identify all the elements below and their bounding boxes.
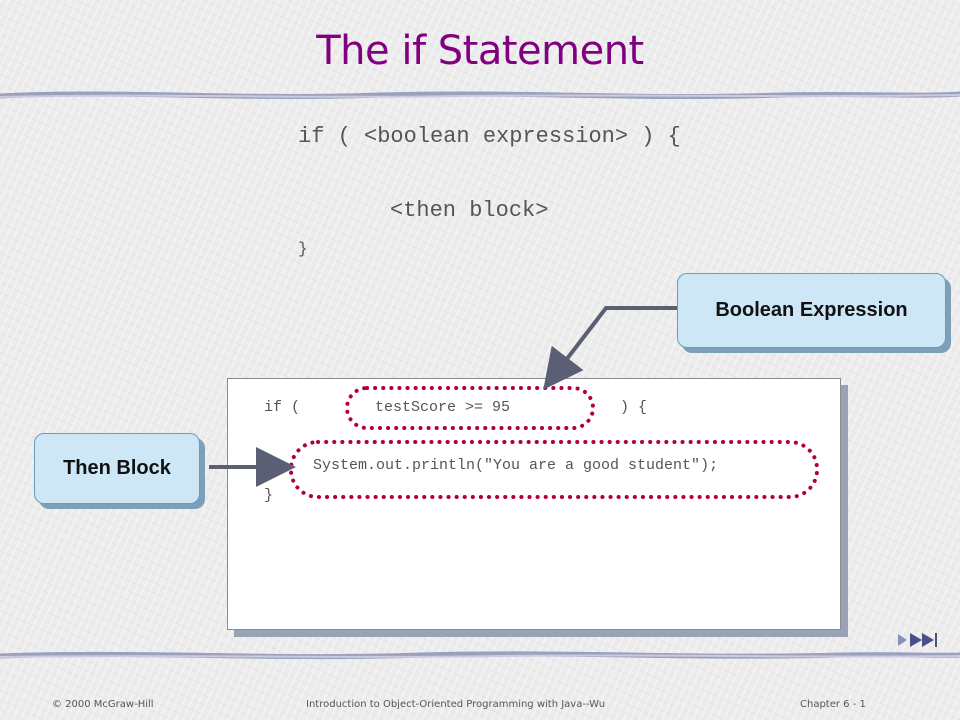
bottom-divider [0,651,960,660]
example-condition: testScore >= 95 [375,399,511,416]
example-if-keyword: if ( [264,399,301,416]
footer-chapter: Chapter 6 - 1 [800,699,866,710]
callout-then-block: Then Block [34,433,200,504]
callout-boolean-expression: Boolean Expression [677,273,946,348]
example-then-statement: System.out.println("You are a good stude… [313,457,719,474]
callout-boolean-label: Boolean Expression [715,299,908,321]
footer-book-title: Introduction to Object-Oriented Programm… [306,699,606,710]
top-divider [0,91,960,100]
example-paren-close: ) { [620,399,648,416]
syntax-if-line: if ( <boolean expression> ) { [298,124,681,149]
slide-title: The if Statement [316,28,644,74]
syntax-close-line: } [298,240,308,258]
footer-copyright: © 2000 McGraw-Hill [52,699,154,710]
boolean-expression-arrow [543,306,677,390]
syntax-then-line: <then block> [390,198,549,223]
callout-then-label: Then Block [63,457,171,479]
forward-arrows-icon[interactable] [898,632,948,648]
code-example-panel [227,378,841,630]
example-close-brace: } [264,487,274,504]
